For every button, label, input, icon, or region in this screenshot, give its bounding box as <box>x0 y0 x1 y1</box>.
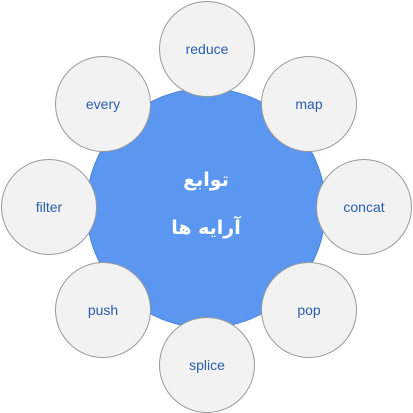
node-splice-label: splice <box>189 357 225 373</box>
node-reduce-label: reduce <box>185 41 229 57</box>
node-map: map <box>261 56 357 152</box>
node-map-label: map <box>295 96 323 112</box>
node-every: every <box>55 56 151 152</box>
node-push-label: push <box>87 302 119 318</box>
center-title-line2: آرایه ها <box>171 217 241 239</box>
node-filter: filter <box>1 159 97 255</box>
node-push: push <box>55 262 151 358</box>
node-concat: concat <box>316 159 412 255</box>
node-splice: splice <box>159 317 255 413</box>
node-pop-label: pop <box>297 302 321 318</box>
node-every-label: every <box>85 96 121 112</box>
node-filter-label: filter <box>35 199 63 215</box>
node-concat-label: concat <box>343 199 385 215</box>
center-title-line1: توابع <box>183 169 229 191</box>
node-reduce: reduce <box>159 1 255 97</box>
node-pop: pop <box>261 262 357 358</box>
